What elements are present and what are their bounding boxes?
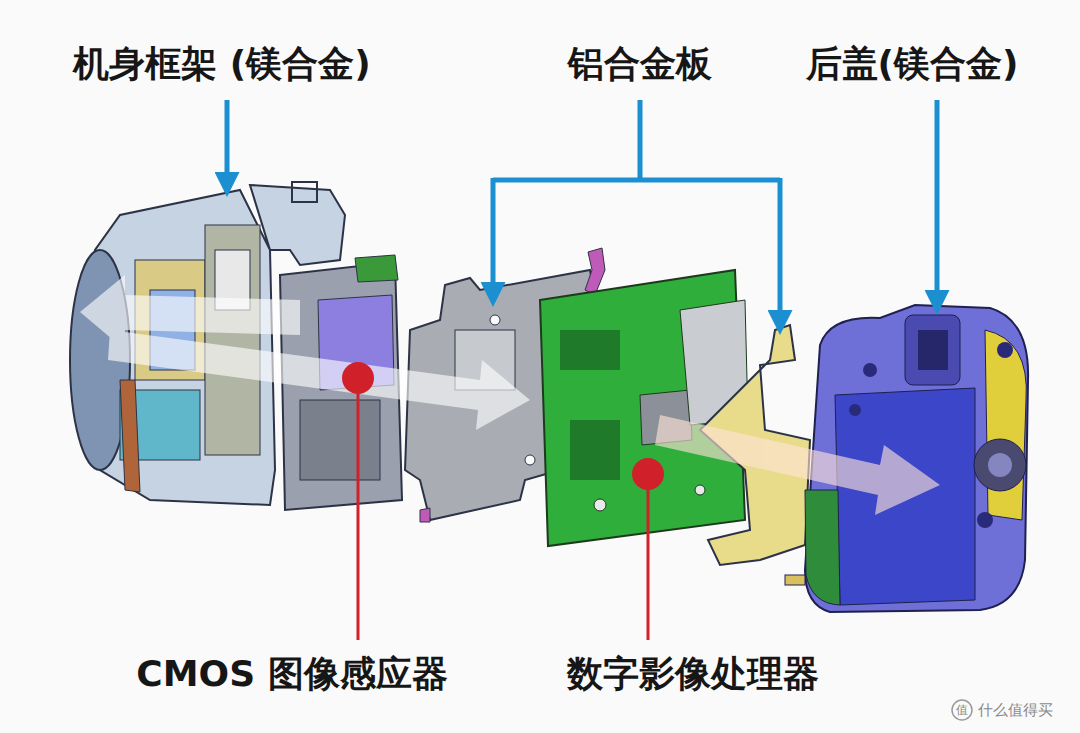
leader-line	[342, 362, 664, 640]
part-label: 铝合金板	[568, 42, 712, 85]
callout-arrow	[227, 100, 937, 330]
part-label: 数字影像处理器	[567, 652, 819, 695]
assembly-arrow	[80, 275, 940, 515]
watermark: 什么值得买	[978, 701, 1053, 719]
watermark-logo	[952, 700, 972, 720]
processor-board	[540, 270, 748, 546]
part-label: 机身框架 (镁合金)	[73, 42, 370, 85]
part-label: CMOS 图像感应器	[136, 652, 447, 695]
watermark-logo-text: 值	[956, 703, 968, 717]
part-label: 后盖(镁合金)	[806, 42, 1019, 85]
